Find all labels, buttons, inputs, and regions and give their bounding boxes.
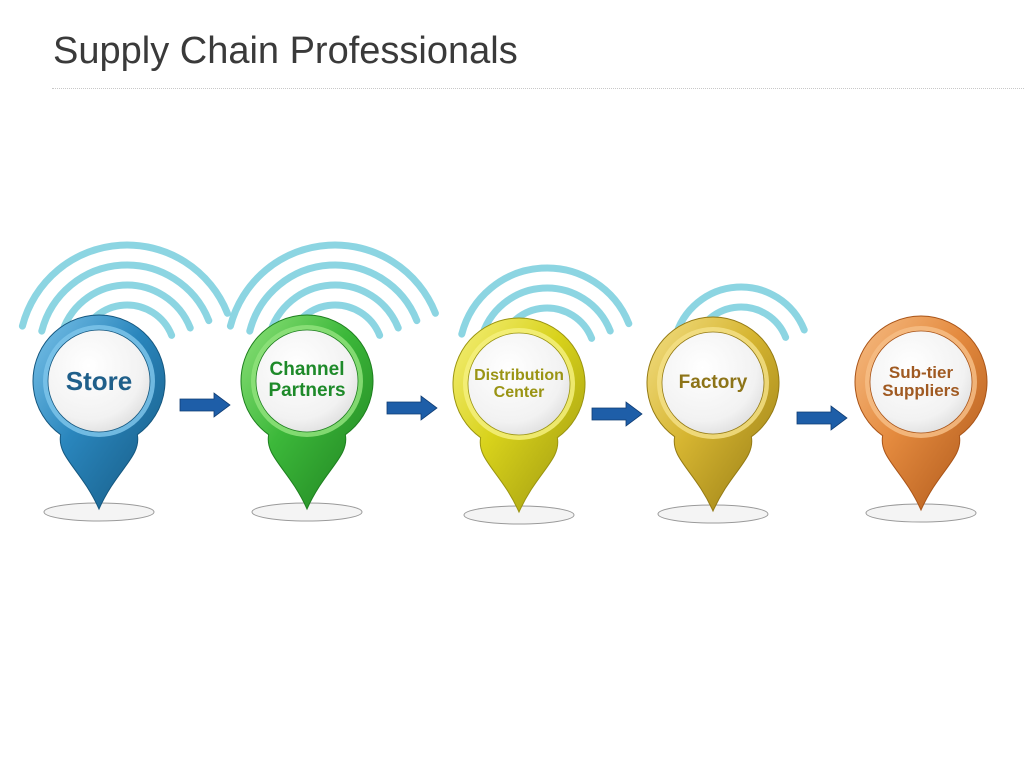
stage-label-line: Factory: [678, 371, 748, 393]
signal-arc-2-2: [458, 264, 633, 338]
title-divider: [52, 88, 1024, 89]
signal-arc-1-2: [246, 261, 421, 335]
stage-label-line: Distribution: [474, 366, 564, 384]
signal-arc-0-3: [18, 241, 231, 330]
pin-face-2: [467, 332, 571, 436]
flow-arrow-2: [591, 401, 643, 427]
signal-arc-0-1: [57, 281, 194, 340]
pin-face-4: [869, 330, 973, 434]
stage-label-line: Sub-tier: [888, 362, 954, 382]
signal-arc-1-3: [226, 241, 439, 330]
flow-arrow-3: [796, 405, 848, 431]
stage-label-3: Factory: [662, 332, 764, 434]
flow-arrow-1: [386, 395, 438, 421]
pin-face-1: [255, 329, 359, 433]
pin-face-0: [47, 329, 151, 433]
stage-label-line: Channel: [269, 359, 345, 381]
stage-label-line: Store: [65, 365, 133, 396]
stage-label-0: Store: [48, 330, 150, 432]
signal-arc-2-1: [477, 284, 614, 343]
stage-label-line: Center: [493, 384, 545, 401]
signal-arc-3-1: [671, 283, 808, 342]
flow-arrow-0: [179, 392, 231, 418]
pin-face-3: [661, 331, 765, 435]
signal-arc-1-1: [265, 281, 402, 340]
signal-arc-0-2: [38, 261, 213, 335]
stage-label-line: Suppliers: [882, 381, 960, 400]
stage-label-line: Partners: [268, 380, 346, 401]
slide-title: Supply Chain Professionals: [53, 30, 518, 72]
